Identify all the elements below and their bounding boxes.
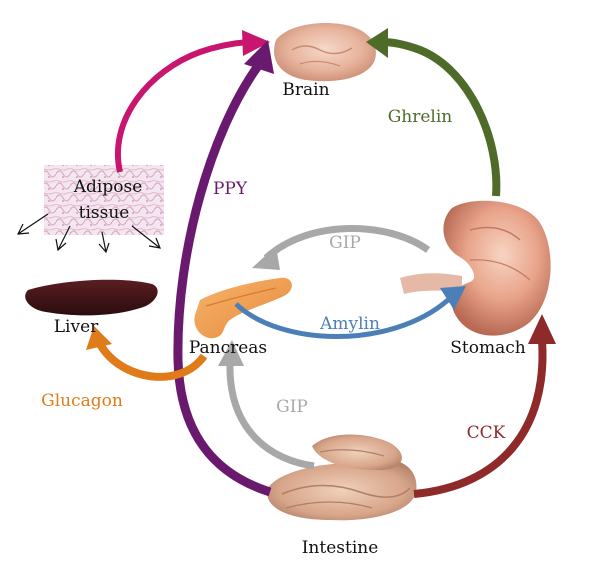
ghrelin-arrow: [366, 28, 501, 197]
adipose-label-line1: Adipose: [73, 177, 143, 197]
intestine-label: Intestine: [302, 538, 379, 558]
adipose-tissue-image: [44, 165, 164, 235]
arrow-adipose-2: [55, 225, 71, 252]
adipose-radiating-arrows: [16, 213, 161, 254]
stomach-label: Stomach: [450, 338, 525, 358]
gip-lower-arrow: [218, 340, 315, 470]
amylin-arrow: [234, 286, 466, 339]
pancreas-label: Pancreas: [189, 338, 267, 358]
liver-label: Liver: [54, 317, 99, 337]
adipose-label-line2: tissue: [79, 203, 130, 223]
ghrelin-label: Ghrelin: [388, 107, 453, 127]
intestine-image: [267, 434, 417, 521]
arrow-adipose-4: [131, 225, 161, 249]
ppy-label: PPY: [213, 179, 248, 199]
ppy-arrow: [173, 40, 274, 497]
arrow-adipose-1: [16, 213, 49, 235]
gip-upper-label: GIP: [329, 233, 361, 253]
adipose-brain-arrow: [115, 30, 270, 173]
brain-label: Brain: [282, 80, 329, 100]
amylin-label: Amylin: [319, 314, 380, 334]
glucagon-arrow: [86, 326, 208, 381]
cck-label: CCK: [467, 423, 506, 443]
liver-image: [25, 279, 158, 316]
cck-arrow: [413, 314, 556, 498]
gip-upper-arrow: [252, 225, 431, 270]
brain-image: [274, 22, 376, 82]
gip-lower-label: GIP: [276, 397, 308, 417]
arrow-adipose-3: [98, 231, 110, 254]
glucagon-label: Glucagon: [41, 391, 123, 411]
